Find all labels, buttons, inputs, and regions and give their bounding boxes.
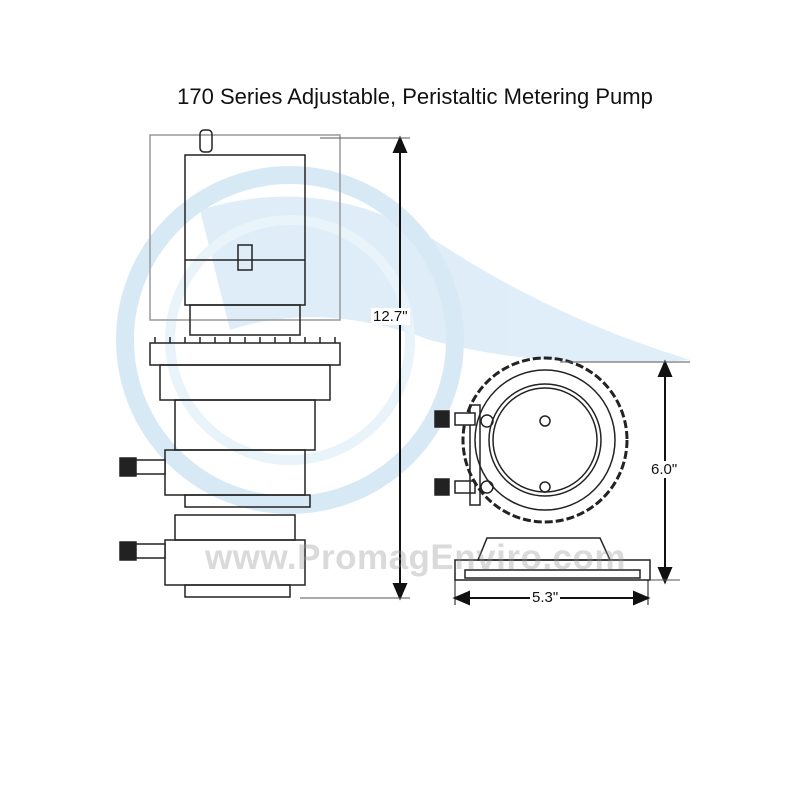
height-dimension-label: 12.7" — [371, 308, 410, 325]
front-view — [434, 356, 651, 581]
front-height-dimension-label: 6.0" — [649, 461, 680, 478]
front-width-dimension-label: 5.3" — [530, 589, 561, 606]
logo-watermark — [116, 166, 690, 514]
watermark-url: www.PromagEnviro.com — [205, 538, 627, 577]
diagram-title: 170 Series Adjustable, Peristaltic Meter… — [177, 84, 653, 109]
side-view — [119, 129, 341, 598]
